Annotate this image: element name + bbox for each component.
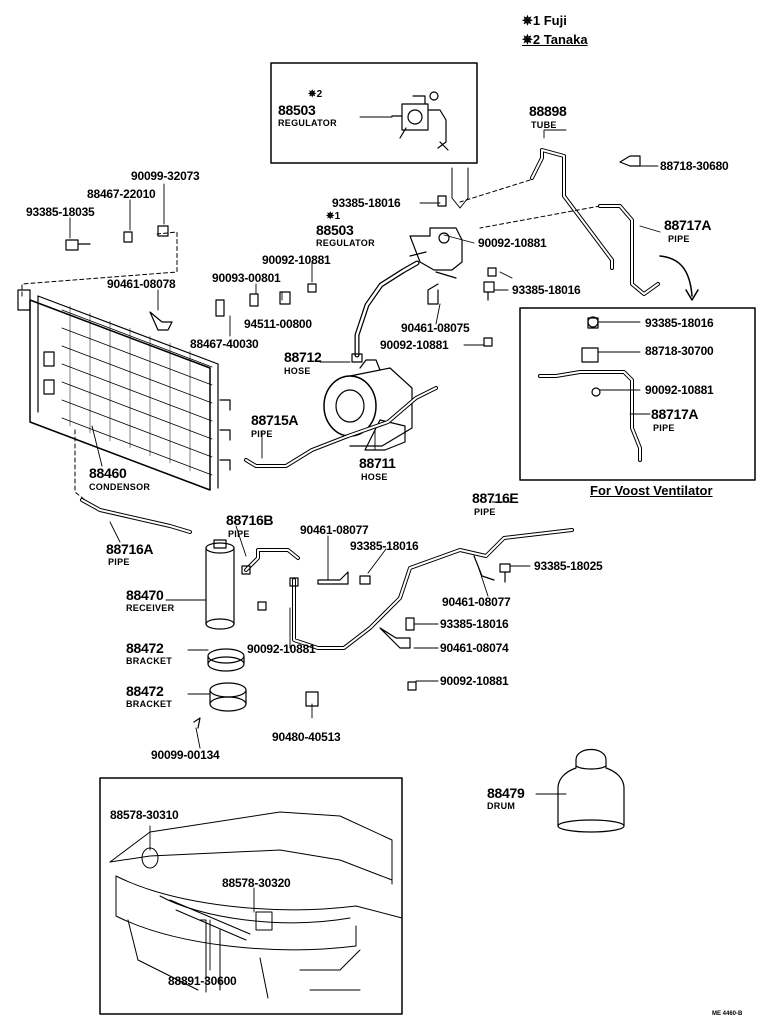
part-90092-10881-a: 90092-10881 [478, 236, 547, 250]
part-88718-30680: 88718-30680 [660, 159, 729, 173]
part-90461-08078: 90461-08078 [107, 277, 176, 291]
dashed-leader [460, 180, 600, 228]
part-88715a: 88715A [251, 412, 299, 428]
note-tanaka: ✵2 Tanaka [522, 32, 588, 47]
caption-pipe-upper: PIPE [668, 234, 690, 244]
caption-bracket-b: BRACKET [126, 699, 173, 709]
part-90092-10881-d: 90092-10881 [645, 383, 714, 397]
ventilator-drawing [540, 317, 640, 460]
part-93385-18025: 93385-18025 [534, 559, 603, 573]
caption-pipe-88716b: PIPE [228, 529, 250, 539]
part-93385-18035: 93385-18035 [26, 205, 95, 219]
pipe-88717a-upper [600, 206, 658, 294]
part-93385-18016-a: 93385-18016 [332, 196, 401, 210]
caption-pipe-lower: PIPE [653, 423, 675, 433]
sheet-code: ME 4460-B [712, 1011, 743, 1017]
part-88716a: 88716A [106, 541, 154, 557]
part-88711: 88711 [359, 455, 396, 471]
regulator-inset-box [271, 63, 477, 163]
inset-arrow [452, 168, 468, 208]
ventilator-box [520, 308, 755, 480]
clip-drawing [150, 284, 494, 648]
bracket-88472-a [208, 649, 244, 671]
part-90092-10881-c: 90092-10881 [380, 338, 449, 352]
part-93385-18016-c: 93385-18016 [645, 316, 714, 330]
compressor-drawing [324, 360, 412, 450]
dashed-leader [75, 430, 85, 500]
part-90461-08077-a: 90461-08077 [300, 523, 369, 537]
caption-pipe-88715a: PIPE [251, 429, 273, 439]
dashed-leader [22, 232, 177, 296]
part-90480-40513: 90480-40513 [272, 730, 341, 744]
inset-regulator-number: 88503 [278, 102, 316, 118]
inset-star-label: ✵2 [308, 89, 323, 100]
part-90092-10881-b: 90092-10881 [262, 253, 331, 267]
part-88479: 88479 [487, 785, 525, 801]
part-88712: 88712 [284, 349, 322, 365]
star1-label: ✵1 [326, 211, 341, 222]
part-88891-30600: 88891-30600 [168, 974, 237, 988]
part-88716b: 88716B [226, 512, 274, 528]
caption-pipe-88716a: PIPE [108, 557, 130, 567]
part-90092-10881-e: 90092-10881 [247, 642, 316, 656]
part-90461-08075: 90461-08075 [401, 321, 470, 335]
rear-car-drawing [110, 812, 402, 998]
part-88503: 88503 [316, 222, 354, 238]
pipe-88716e [294, 530, 572, 648]
caption-receiver: RECEIVER [126, 603, 175, 613]
bracket-88472-b [210, 683, 246, 711]
caption-tube: TUBE [531, 120, 557, 130]
part-88578-30310: 88578-30310 [110, 808, 179, 822]
part-88578-30320: 88578-30320 [222, 876, 291, 890]
caption-condensor: CONDENSOR [89, 482, 151, 492]
part-93385-18016-d: 93385-18016 [350, 539, 419, 553]
part-90461-08074: 90461-08074 [440, 641, 509, 655]
regulator-inset-drawing [392, 92, 448, 150]
caption-drum: DRUM [487, 801, 516, 811]
part-88472-b: 88472 [126, 683, 164, 699]
bolts-drawing [66, 156, 640, 728]
caption-regulator: REGULATOR [316, 238, 375, 248]
part-90093-00801: 90093-00801 [212, 271, 281, 285]
curved-arrow [660, 256, 692, 296]
caption-hose-88712: HOSE [284, 366, 311, 376]
ventilator-caption: For Voost Ventilator [590, 483, 713, 498]
receiver-drawing [206, 540, 234, 629]
rear-leaders [150, 826, 254, 970]
part-88717a-lower: 88717A [651, 406, 699, 422]
part-90099-32073: 90099-32073 [131, 169, 200, 183]
part-90092-10881-f: 90092-10881 [440, 674, 509, 688]
part-93385-18016-e: 93385-18016 [440, 617, 509, 631]
part-88718-30700: 88718-30700 [645, 344, 714, 358]
drum-drawing [558, 750, 624, 833]
leader-lines [70, 117, 660, 794]
tube-88898 [532, 150, 612, 268]
part-88460: 88460 [89, 465, 127, 481]
caption-hose-88711: HOSE [361, 472, 388, 482]
caption-bracket-a: BRACKET [126, 656, 173, 666]
regulator-drawing [410, 228, 462, 278]
part-88472-a: 88472 [126, 640, 164, 656]
part-94511-00800: 94511-00800 [244, 317, 312, 331]
condenser-drawing [18, 290, 230, 490]
part-88717a-upper: 88717A [664, 217, 712, 233]
part-90099-00134: 90099-00134 [151, 748, 220, 762]
part-88467-40030: 88467-40030 [190, 337, 259, 351]
part-88467-22010: 88467-22010 [87, 187, 156, 201]
note-fuji: ✵1 Fuji [522, 13, 567, 28]
part-90461-08077-b: 90461-08077 [442, 595, 511, 609]
part-88716e: 88716E [472, 490, 519, 506]
rear-inset-box [100, 778, 402, 1014]
inset-regulator-caption: REGULATOR [278, 118, 337, 128]
part-88470: 88470 [126, 587, 164, 603]
part-88898: 88898 [529, 103, 567, 119]
caption-pipe-88716e: PIPE [474, 507, 496, 517]
part-93385-18016-b: 93385-18016 [512, 283, 581, 297]
